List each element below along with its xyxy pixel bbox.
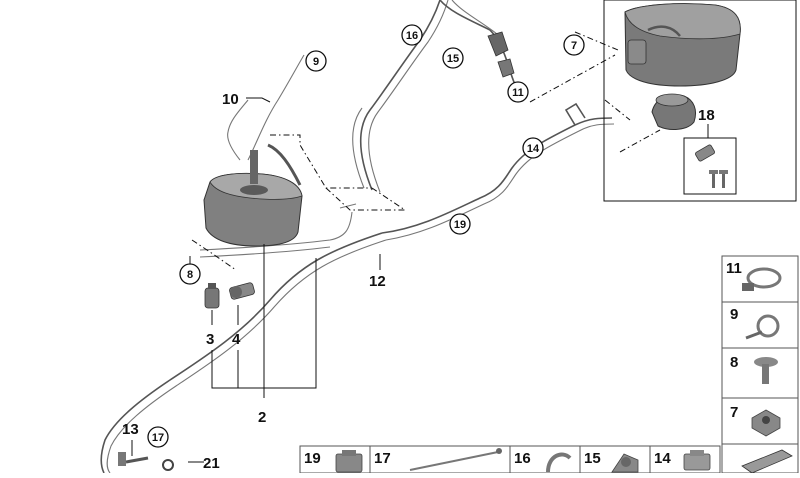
svg-text:16: 16	[406, 30, 418, 42]
tank-assembly-7	[624, 3, 741, 87]
side-cell-9	[721, 301, 799, 349]
side-cell-11	[721, 255, 799, 303]
clip-19-icon	[335, 450, 363, 473]
bottom-label-15: 15	[584, 450, 601, 467]
clip-14-icon	[683, 450, 711, 471]
side-label-8: 8	[730, 354, 738, 371]
callout-16: 16	[401, 24, 423, 46]
pipe-left-long	[100, 232, 387, 474]
side-label-11: 11	[726, 260, 742, 277]
nut-icon	[751, 409, 781, 437]
callout-11: 11	[507, 81, 529, 103]
callout-17: 17	[147, 426, 169, 448]
label-4: 4	[232, 331, 241, 348]
svg-text:7: 7	[571, 40, 577, 52]
pipe-line-16	[352, 0, 449, 193]
pipe-clamp-icon	[745, 314, 780, 340]
label-12: 12	[369, 273, 386, 290]
svg-text:11: 11	[512, 87, 524, 99]
bottom-label-19: 19	[304, 450, 321, 467]
callout-15: 15	[442, 47, 464, 69]
pipe-line-14	[381, 102, 615, 241]
tape-strip-icon	[741, 449, 793, 474]
callout-19: 19	[449, 213, 471, 235]
fasteners-18-box	[683, 137, 737, 195]
sensor-part-4	[229, 282, 255, 300]
clip-16-icon	[546, 452, 572, 473]
label-13: 13	[122, 421, 139, 438]
svg-text:17: 17	[152, 432, 164, 444]
callout-7: 7	[563, 34, 585, 56]
screw-icon	[754, 357, 778, 384]
svg-text:15: 15	[447, 53, 459, 65]
hose-clamp-icon	[742, 267, 782, 291]
side-label-9: 9	[730, 306, 738, 323]
callout-8: 8	[179, 263, 201, 285]
bottom-cell-16	[509, 445, 581, 474]
pump-part-3	[204, 283, 220, 309]
lower-hose	[199, 203, 357, 258]
rod-17-icon	[409, 448, 502, 471]
side-label-7: 7	[730, 404, 738, 421]
assembly-frame	[603, 0, 797, 202]
bottom-label-17: 17	[374, 450, 391, 467]
label-2: 2	[258, 409, 266, 426]
bottom-cell-17	[369, 445, 511, 474]
assembly-lines	[191, 31, 661, 271]
callout-14: 14	[522, 137, 544, 159]
bottom-panel: 19 17 16 15 14	[299, 445, 721, 474]
callout-9: 9	[305, 50, 327, 72]
svg-text:14: 14	[527, 143, 540, 155]
clip-part-13	[118, 452, 174, 471]
nut-15-icon	[611, 453, 639, 473]
bottom-label-16: 16	[514, 450, 531, 467]
label-21: 21	[203, 455, 220, 472]
hose-line-9	[247, 54, 305, 161]
svg-text:8: 8	[187, 269, 193, 281]
label-3: 3	[206, 331, 214, 348]
fasteners-18	[695, 144, 728, 188]
bottom-label-14: 14	[654, 450, 671, 467]
side-panel: 11 9 8 7	[721, 255, 799, 474]
label-10: 10	[222, 91, 239, 108]
label-18: 18	[698, 107, 715, 124]
pipe-bundle-top	[439, 0, 519, 91]
leader-lines	[131, 97, 709, 463]
svg-text:9: 9	[313, 56, 319, 68]
svg-text:19: 19	[454, 219, 466, 231]
reservoir-tank	[203, 143, 303, 247]
hose-line-10	[227, 99, 249, 161]
pump-assembly-18	[651, 93, 697, 130]
